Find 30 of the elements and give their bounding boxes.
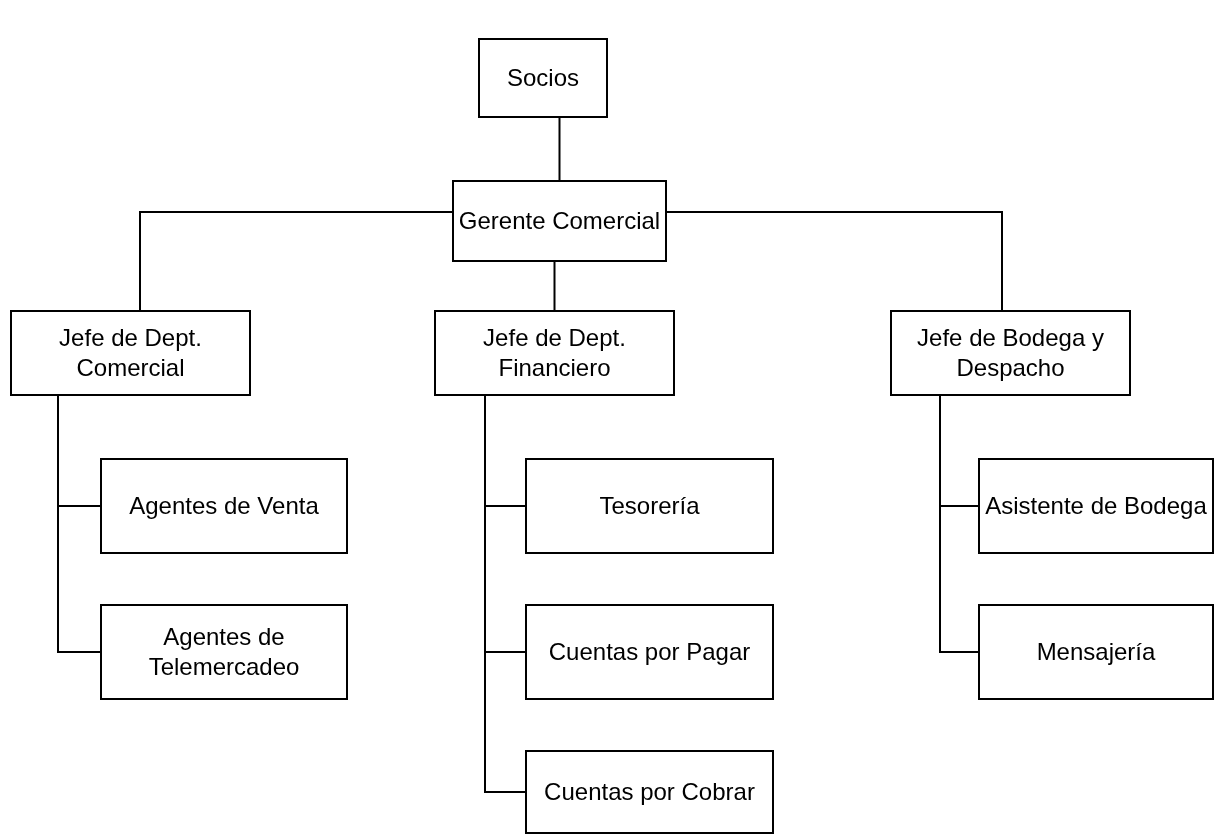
role-title: Mensajería (1036, 637, 1156, 667)
role-title: Socios (506, 63, 579, 93)
connector-line (558, 117, 561, 181)
org-box (525, 458, 774, 554)
connector-line (553, 261, 556, 311)
org-box (478, 38, 608, 118)
role-title: Jefe de Bodega y Despacho (916, 323, 1105, 383)
connector-line (139, 211, 453, 311)
org-box (100, 604, 348, 700)
org-box (890, 310, 1131, 396)
role-title: Agentes de Telemercadeo (147, 622, 301, 682)
role-title: Cuentas por Cobrar (544, 777, 755, 807)
role-title: Gerente Comercial (458, 206, 661, 236)
role-title: Asistente de Bodega (985, 491, 1207, 521)
role-title: Jefe de Dept. Financiero (482, 323, 627, 383)
org-box (978, 604, 1214, 700)
connector-line (57, 395, 101, 653)
role-title: Cuentas por Pagar (548, 637, 751, 667)
role-title: Agentes de Venta (129, 491, 319, 521)
org-box (525, 604, 774, 700)
org-box (978, 458, 1214, 554)
role-title: Jefe de Dept. Comercial (58, 323, 203, 383)
org-box (100, 458, 348, 554)
org-box (452, 180, 667, 262)
org-box (525, 750, 774, 834)
connector-line (666, 211, 1003, 311)
connector-line (939, 395, 979, 653)
org-box (434, 310, 675, 396)
role-title: Tesorería (599, 491, 700, 521)
org-box (10, 310, 251, 396)
